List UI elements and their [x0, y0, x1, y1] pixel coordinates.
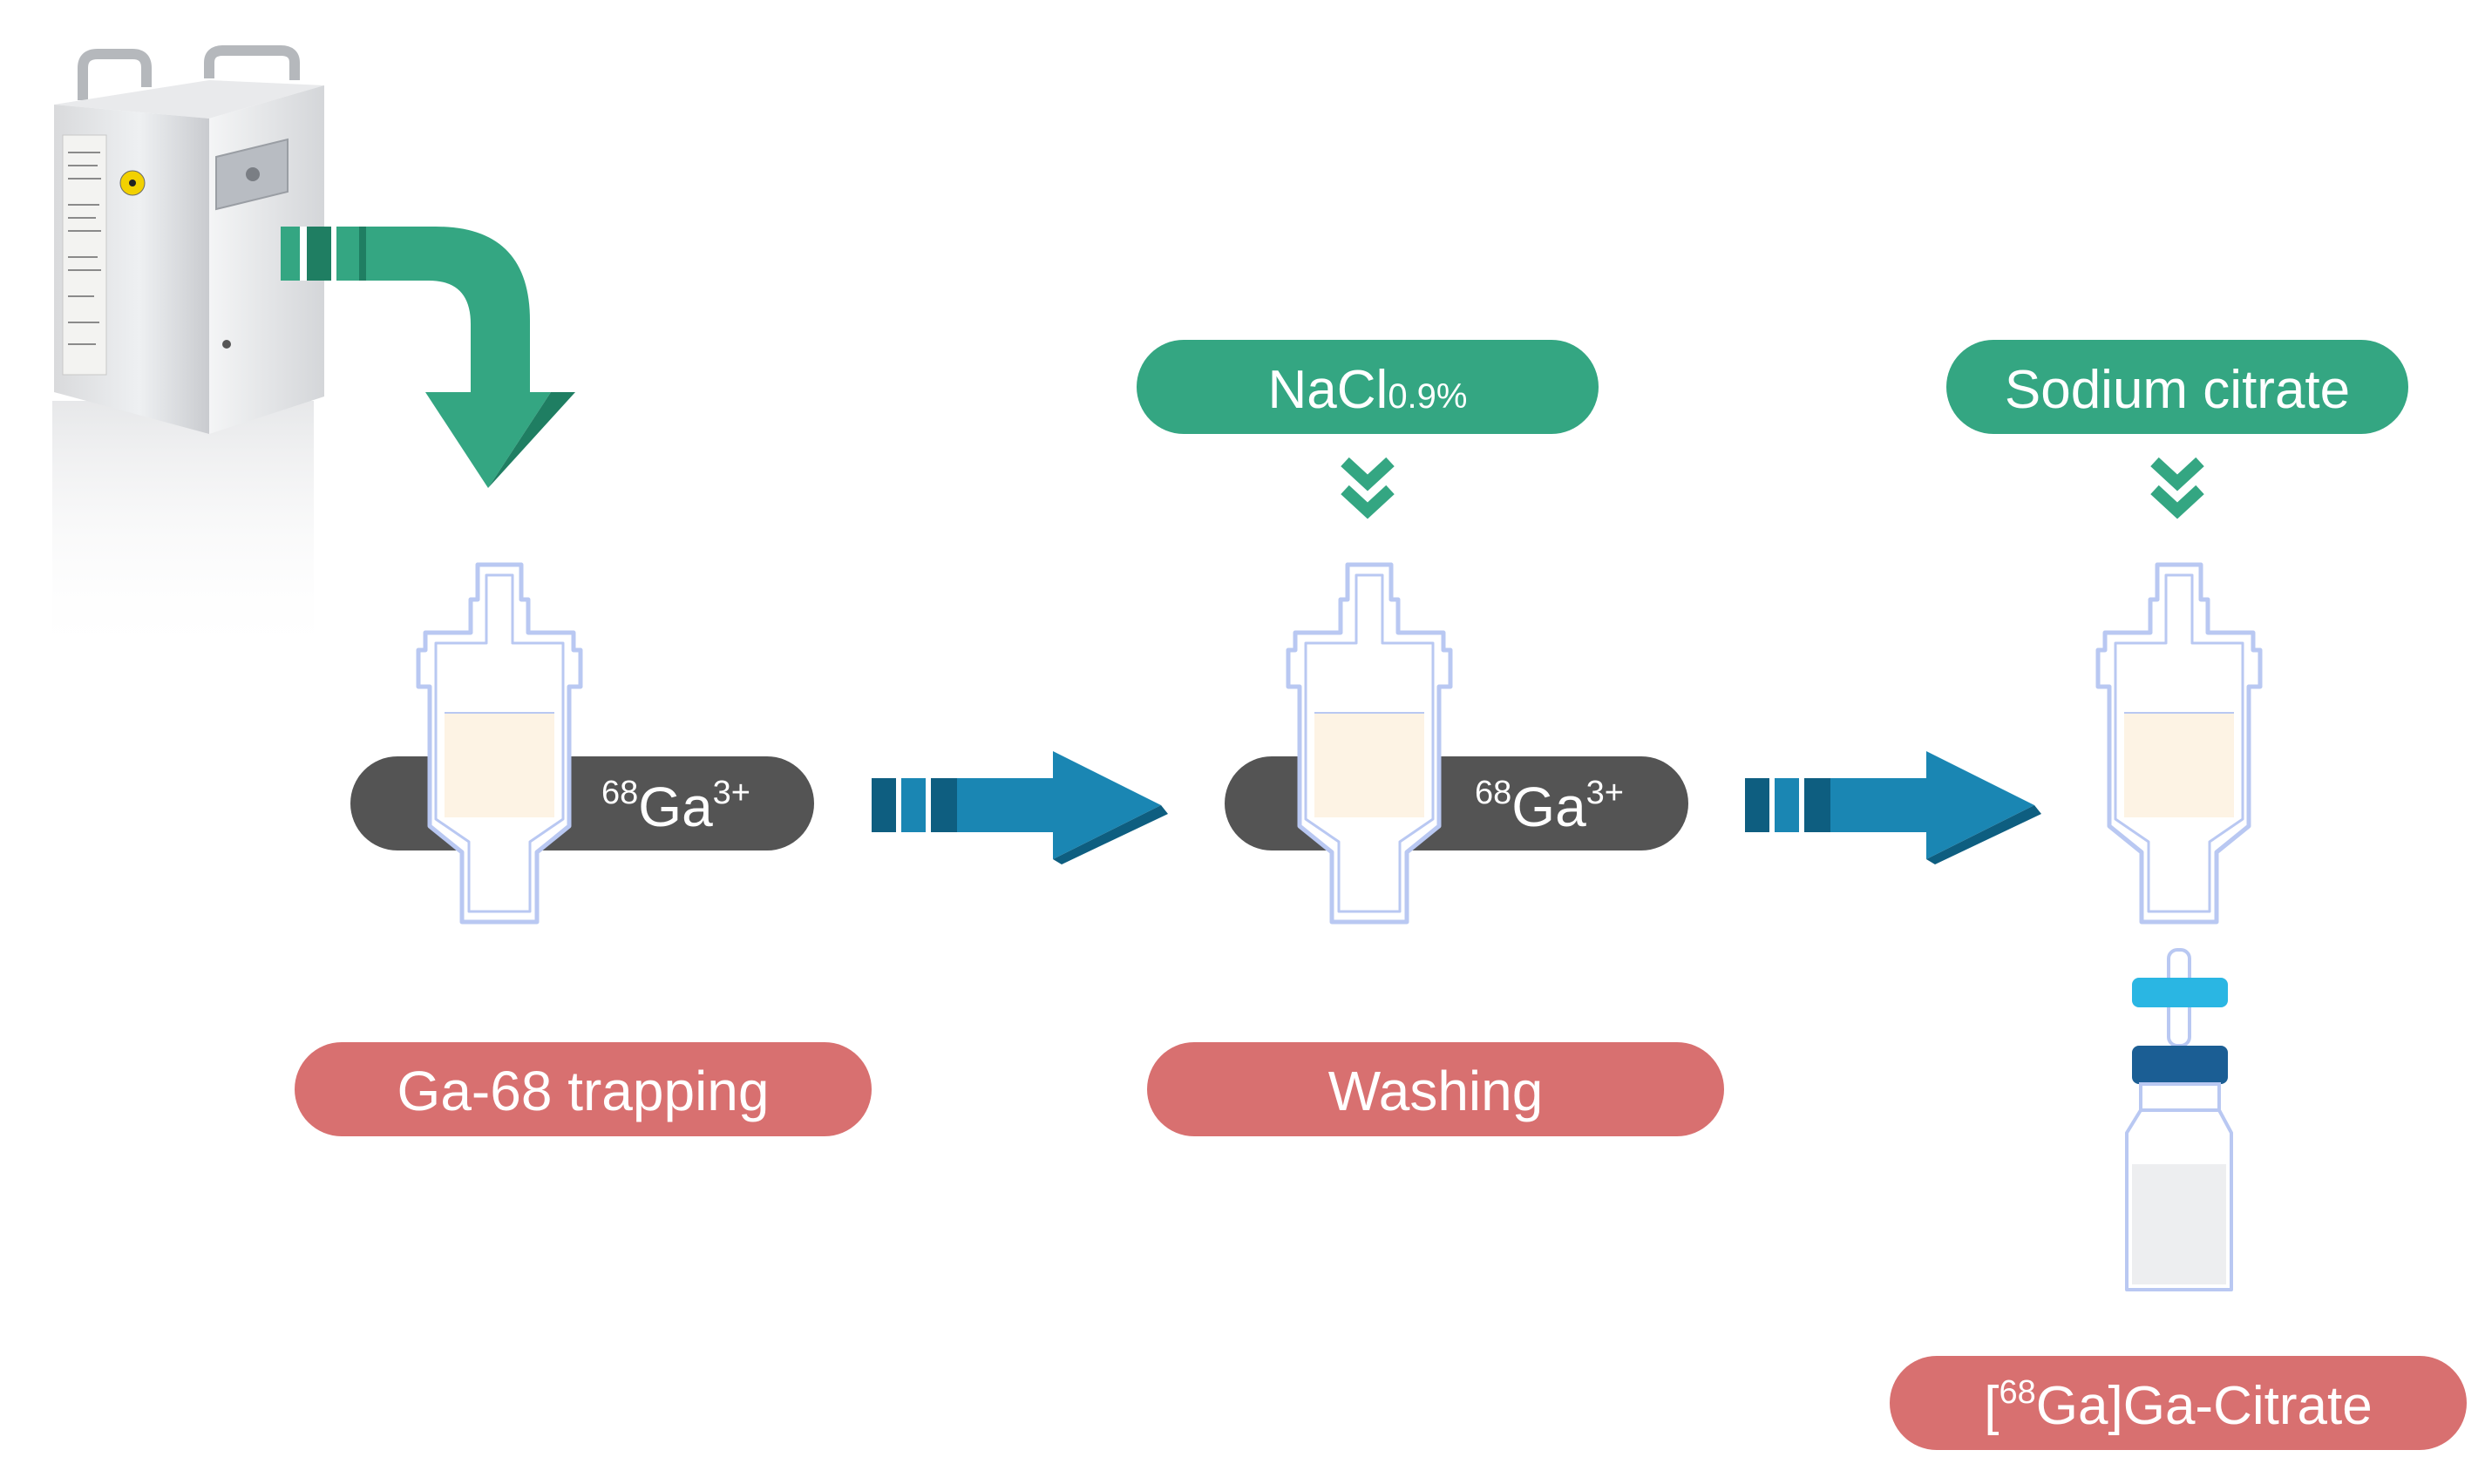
right-arrow-icon-1	[872, 751, 1168, 864]
reagent-label-nacl: NaCl0.9%	[1268, 360, 1468, 420]
cartridge-icon-step2	[1288, 565, 1450, 922]
step-pill-washing	[1147, 1042, 1724, 1136]
vial-icon	[2125, 948, 2233, 1291]
double-chevron-down-icon-2	[2155, 462, 2200, 511]
reagent-pill-nacl	[1137, 340, 1599, 434]
step-label-washing: Washing	[1328, 1060, 1544, 1122]
ga-label-step1: 68Ga3+	[601, 775, 750, 838]
reagent-pill-citrate	[1946, 340, 2408, 434]
step-label-product: [68Ga]Ga-Citrate	[1984, 1374, 2372, 1436]
reagent-label-citrate: Sodium citrate	[2005, 360, 2350, 420]
step-pill-product	[1890, 1356, 2467, 1450]
double-chevron-down-icon-1	[1345, 462, 1390, 511]
right-arrow-icon-2	[1745, 751, 2041, 864]
step-pill-trapping	[295, 1042, 872, 1136]
step-label-trapping: Ga-68 trapping	[397, 1060, 770, 1122]
elbow-arrow-icon	[281, 227, 575, 488]
generator-device-icon	[52, 45, 324, 662]
cartridge-icon-step1	[418, 565, 581, 922]
cartridge-icon-step3	[2098, 565, 2260, 922]
ga-label-step2: 68Ga3+	[1475, 775, 1624, 838]
